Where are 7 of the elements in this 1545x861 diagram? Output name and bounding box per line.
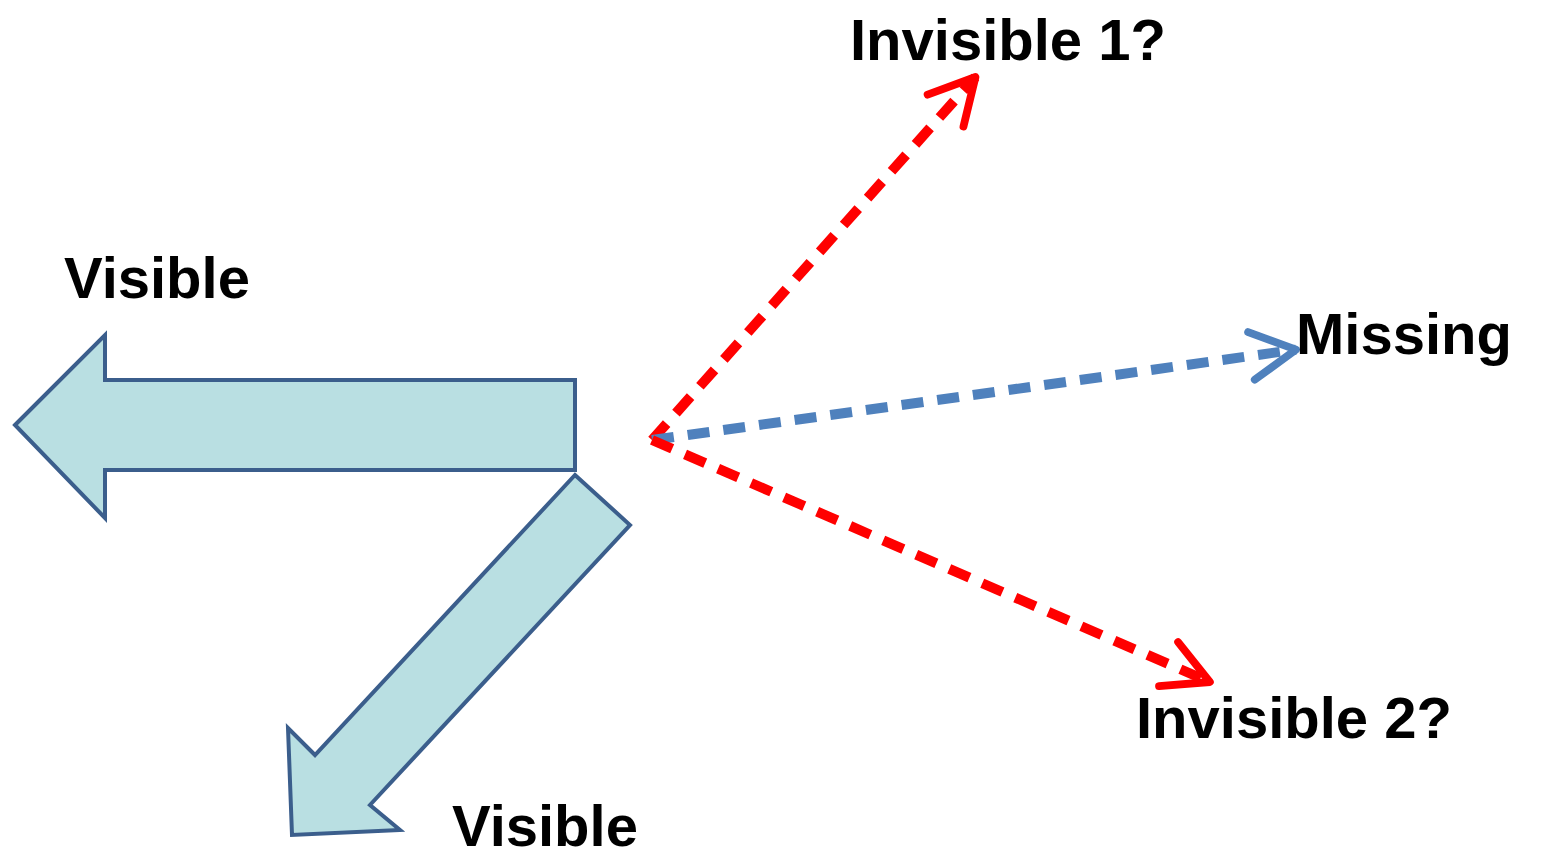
arrow-label: Invisible 1? bbox=[850, 4, 1166, 77]
arrow-label: Visible bbox=[452, 792, 638, 860]
arrow-label: Missing bbox=[1296, 298, 1512, 371]
arrow bbox=[650, 435, 1214, 690]
arrow-label: Invisible 2? bbox=[1136, 682, 1452, 755]
arrow bbox=[651, 328, 1300, 445]
arrow-label: Visible bbox=[64, 244, 250, 312]
